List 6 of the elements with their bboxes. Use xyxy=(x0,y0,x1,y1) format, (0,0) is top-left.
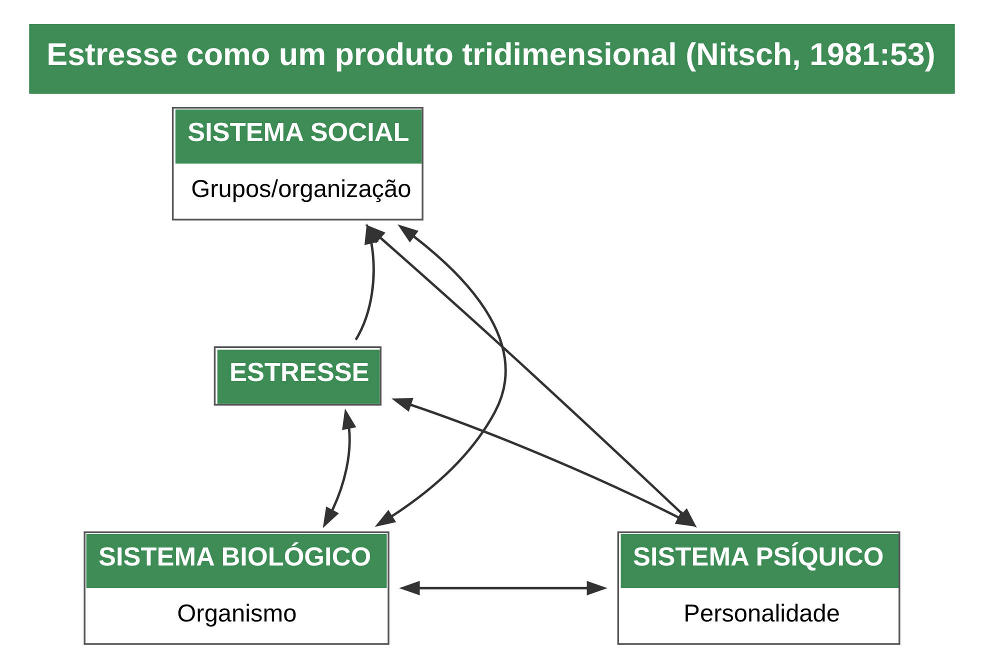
node-box: SISTEMA BIOLÓGICO Organismo xyxy=(84,531,390,645)
arrow xyxy=(374,224,507,527)
arrow xyxy=(322,408,356,528)
diagram-title: Estresse como um produto tridimensional (Nitsch, 1981:53) xyxy=(46,36,936,72)
arrow xyxy=(399,580,608,596)
arrow xyxy=(354,223,379,340)
